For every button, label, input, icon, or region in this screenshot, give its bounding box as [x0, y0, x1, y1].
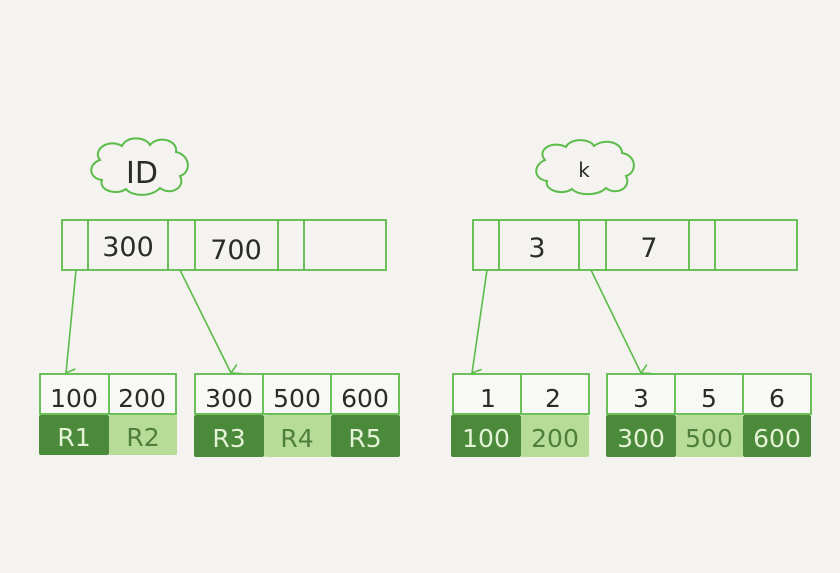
- left-tree-label-cloud: ID: [90, 137, 189, 196]
- row-cell-dark: [451, 415, 521, 457]
- right-tree: k 3 7 1 2 100 200 3: [451, 139, 812, 457]
- leaf-key: 500: [273, 384, 321, 413]
- row-value: R4: [280, 424, 313, 453]
- row-cell-light: [109, 415, 177, 455]
- row-value: R5: [348, 424, 381, 453]
- leaf-key-row: [39, 373, 177, 415]
- leaf-key: 100: [50, 384, 98, 413]
- leaf-key: 200: [118, 384, 166, 413]
- right-leaf-node-1: 1 2 100 200: [451, 373, 590, 457]
- root-node-frame: [61, 219, 387, 271]
- row-value: 600: [753, 424, 801, 453]
- row-cell-dark: [331, 415, 400, 457]
- cloud-shape: [535, 139, 635, 196]
- row-value: 300: [617, 424, 665, 453]
- root-node-frame: [472, 219, 798, 271]
- root-key: 7: [640, 233, 657, 264]
- row-cell-dark: [743, 415, 811, 457]
- cloud-shape: [90, 137, 189, 196]
- right-root-node: 3 7: [472, 219, 798, 271]
- row-cell-light: [521, 415, 589, 457]
- leaf-key: 600: [341, 384, 389, 413]
- row-value: R2: [126, 423, 159, 452]
- row-cell-light: [264, 415, 331, 457]
- row-cell-light: [676, 415, 743, 457]
- leaf-key-row: [606, 373, 812, 415]
- left-tree: ID 300 700 100 200 R1 R2: [39, 137, 400, 457]
- child-pointer-arrow: [590, 269, 652, 375]
- row-value: 200: [531, 424, 579, 453]
- leaf-key: 3: [633, 384, 649, 413]
- left-root-node: 300 700: [61, 219, 387, 271]
- right-tree-label: k: [578, 158, 590, 182]
- root-key: 700: [210, 235, 262, 266]
- leaf-key: 1: [480, 384, 496, 413]
- leaf-key: 300: [205, 384, 253, 413]
- row-value: R1: [57, 423, 90, 452]
- row-cell-dark: [606, 415, 676, 457]
- leaf-key-row: [194, 373, 400, 415]
- row-value: R3: [212, 424, 245, 453]
- right-tree-label-cloud: k: [535, 139, 635, 196]
- leaf-key: 5: [701, 384, 717, 413]
- row-value: 500: [685, 424, 733, 453]
- root-key: 300: [102, 232, 154, 263]
- leaf-key: 2: [545, 384, 561, 413]
- left-leaf-node-2: 300 500 600 R3 R4 R5: [194, 373, 400, 457]
- left-tree-label: ID: [126, 156, 158, 191]
- right-leaf-node-2: 3 5 6 300 500 600: [606, 373, 812, 457]
- child-pointer-arrow: [471, 269, 488, 380]
- root-key: 3: [528, 233, 545, 264]
- left-leaf-node-1: 100 200 R1 R2: [39, 373, 177, 455]
- child-pointer-arrow: [65, 269, 77, 380]
- child-pointer-arrow: [179, 269, 242, 375]
- row-value: 100: [462, 424, 510, 453]
- leaf-key: 6: [769, 384, 785, 413]
- row-cell-dark: [39, 415, 109, 455]
- row-cell-dark: [194, 415, 264, 457]
